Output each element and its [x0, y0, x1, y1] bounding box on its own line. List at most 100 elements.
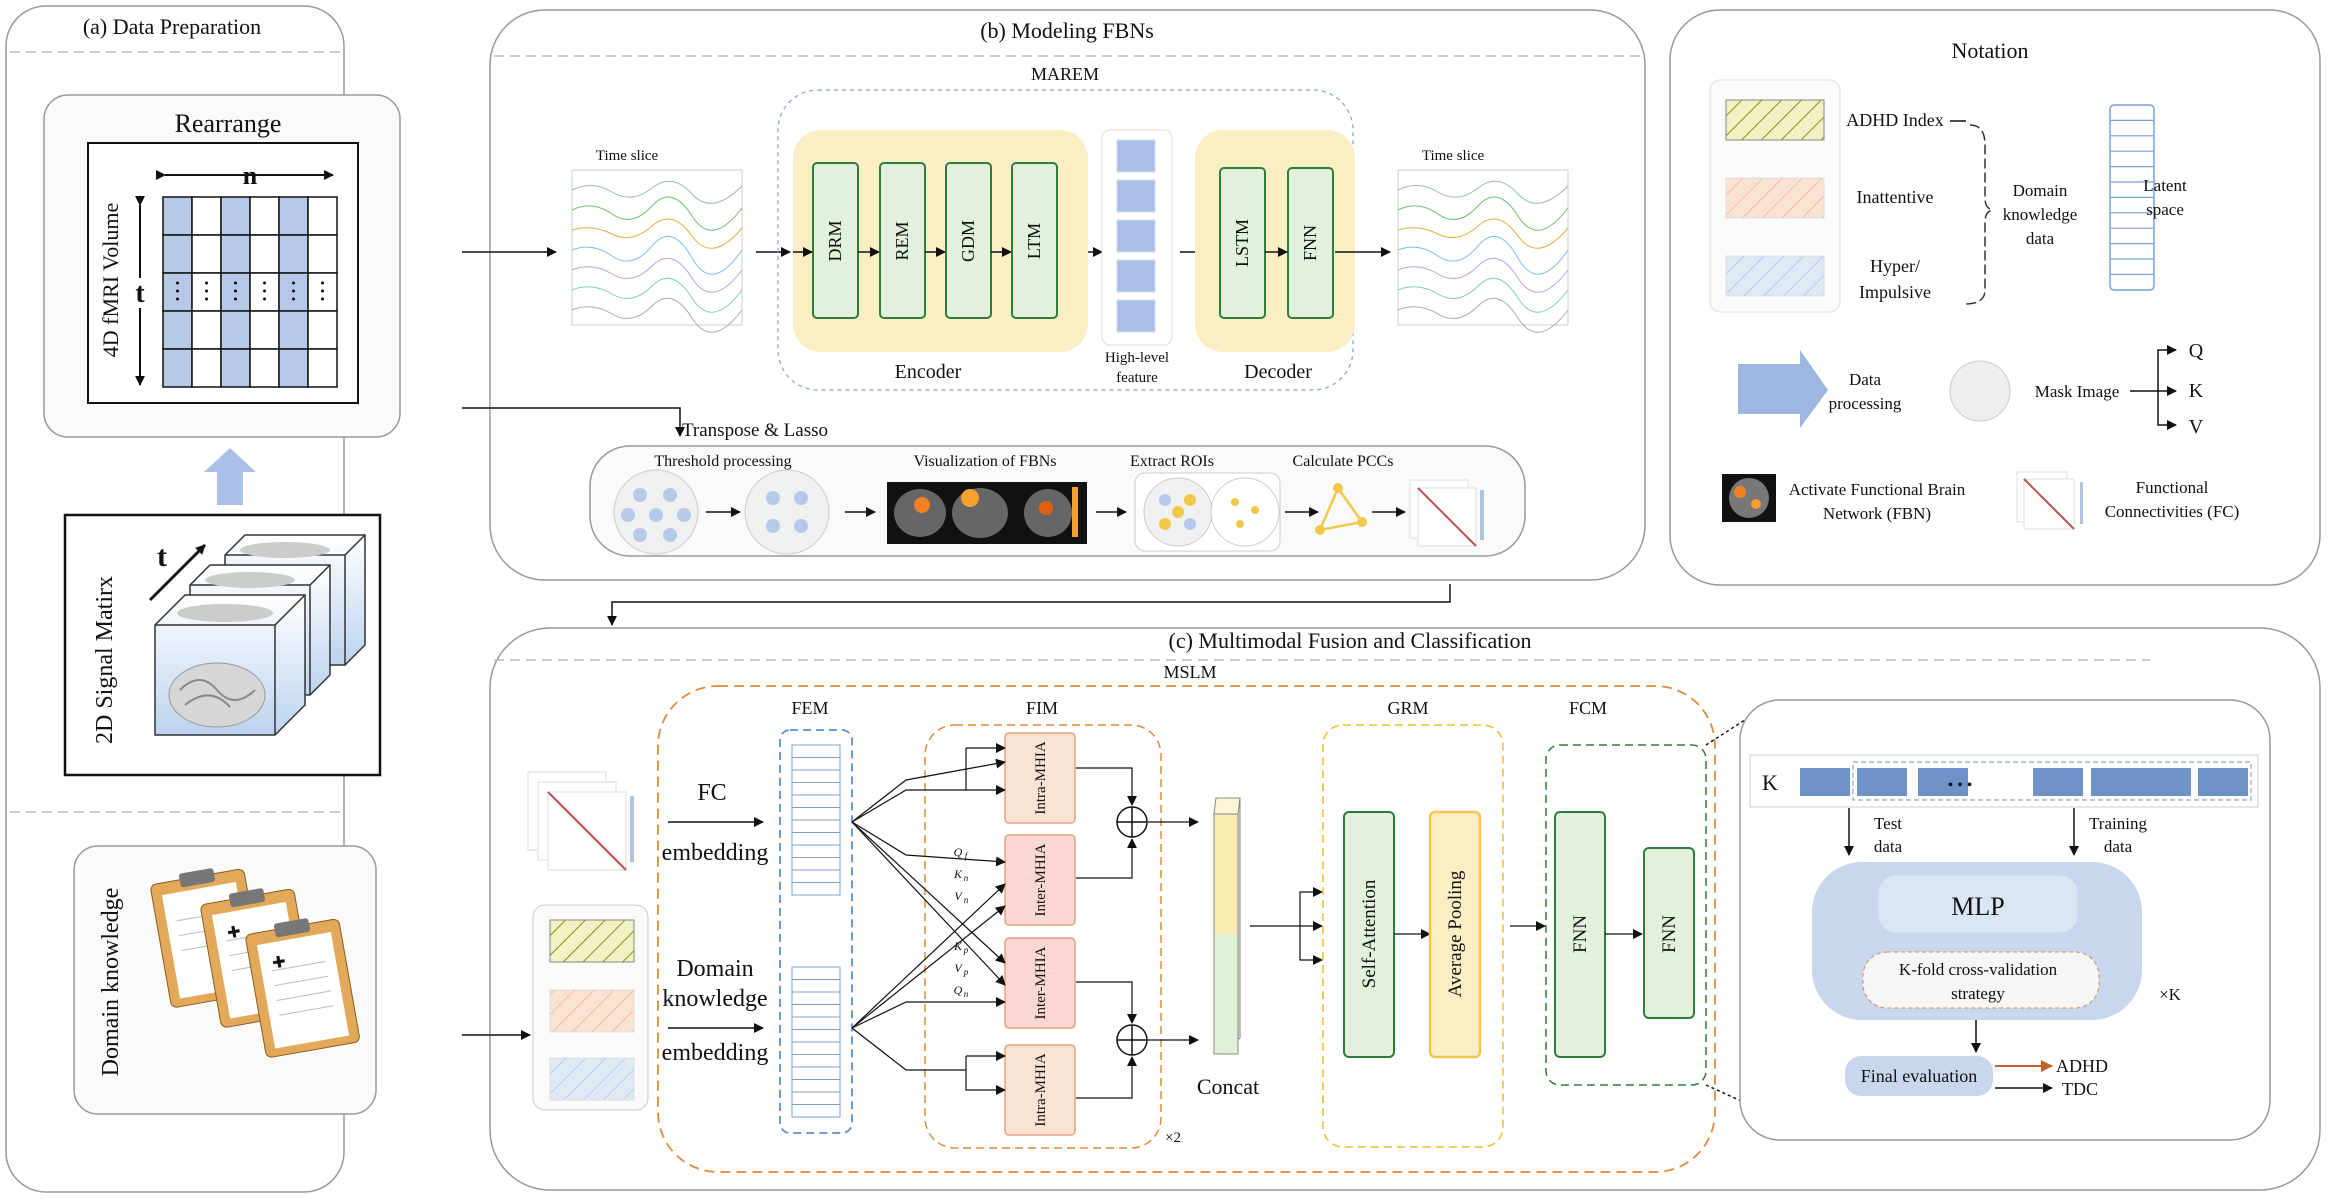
feature-block [1116, 139, 1156, 173]
domain-data-1: Domain [2013, 181, 2068, 200]
grid-cell [191, 196, 222, 236]
n-label: n [243, 161, 258, 190]
visualization-label: Visualization of FBNs [913, 453, 1056, 470]
mask-image-icon [1949, 360, 2011, 422]
grm-label: GRM [1387, 698, 1428, 718]
mslm-label: MSLM [1163, 662, 1216, 682]
domain-text-2: knowledge [662, 986, 767, 1012]
training-data-1: Training [2089, 814, 2147, 833]
high-level-label-2: feature [1116, 370, 1158, 386]
grid-dot [205, 281, 208, 285]
panel-a-title: (a) Data Preparation [83, 14, 261, 39]
fbn-label-1: Activate Functional Brain [1789, 480, 1966, 499]
fbn-brain-images [887, 482, 1087, 544]
grid-dot [321, 289, 324, 293]
fem-label: FEM [791, 698, 828, 718]
grid-cell [307, 196, 338, 236]
average-pooling-label: Average Pooling [1445, 870, 1466, 997]
embedding-row [791, 1104, 841, 1118]
embedding-row [791, 857, 841, 871]
grid-cell [220, 196, 251, 236]
panel-a: (a) Data Preparation Rearrange n t 4D fM… [5, 5, 401, 1193]
time-slice-out: Time slice [1422, 148, 1485, 164]
grid-cell [220, 310, 251, 350]
clipboard-icon: ✚ ✚ [150, 868, 360, 1058]
embedding-row [791, 869, 841, 883]
mhia-label: Intra-MHIA [1033, 1053, 1049, 1126]
encoder-module [1011, 162, 1058, 319]
embedding-row [791, 1029, 841, 1043]
fold-block [2091, 768, 2141, 796]
embedding-row [791, 757, 841, 771]
grid-dot [292, 289, 295, 293]
fc-matrix-icon [2016, 471, 2083, 530]
kfold-label-2: strategy [1951, 984, 2005, 1003]
decoder-label: Decoder [1244, 361, 1312, 383]
fold-block [2198, 768, 2248, 796]
domain-text-3: embedding [662, 1040, 769, 1066]
extract-label: Extract ROIs [1130, 453, 1214, 470]
mhia-block [1004, 732, 1076, 824]
embedding-row [791, 1066, 841, 1080]
fold-block [1918, 768, 1968, 796]
brain-cubes [154, 534, 366, 736]
k-fold-k: K [1762, 770, 1778, 795]
qkv-subscript: n [964, 989, 969, 999]
domain-embedding-stack [791, 966, 841, 1118]
grid-cell [162, 310, 193, 350]
fim-label: FIM [1026, 698, 1058, 718]
inattentive-label: Inattentive [1857, 187, 1934, 207]
embedding-row [791, 1079, 841, 1093]
grid-dot [292, 297, 295, 301]
v-label: V [2189, 416, 2204, 438]
grid-dot [176, 297, 179, 301]
encoder-module [945, 162, 992, 319]
up-arrow [204, 448, 256, 505]
fold-block [1857, 768, 1907, 796]
volume-grid [162, 196, 338, 388]
fold-block [2141, 768, 2191, 796]
fbn-brain-icon [1722, 474, 1776, 522]
test-data-2: data [1874, 837, 1903, 856]
grid-cell [162, 348, 193, 388]
qkv-subscript: n [964, 873, 969, 883]
mslm-box [657, 685, 1716, 1173]
embedding-row [791, 882, 841, 896]
grid-cell [278, 234, 309, 274]
qkv-subscript: f [965, 851, 969, 861]
grid-cell [191, 310, 222, 350]
embedding-row [791, 1041, 841, 1055]
tdc-output: TDC [2062, 1079, 2098, 1099]
grid-cell [220, 234, 251, 274]
svg-text:✚: ✚ [271, 953, 287, 972]
grid-cell [191, 348, 222, 388]
times2-label: ×2 [1165, 1130, 1181, 1146]
fnn-label-1: FNN [1570, 915, 1591, 953]
grid-dot [205, 297, 208, 301]
mask-image-label: Mask Image [2035, 382, 2120, 401]
fnn-label-2: FNN [1659, 915, 1680, 953]
t-label: t [135, 278, 145, 309]
panel-b-title: (b) Modeling FBNs [980, 18, 1154, 43]
embedding-row [791, 1016, 841, 1030]
grid-cell [249, 348, 280, 388]
rearrange-title: Rearrange [175, 109, 282, 138]
hyper-label-1: Hyper/ [1870, 256, 1920, 276]
grid-dot [234, 297, 237, 301]
mhia-label: Intra-MHIA [1033, 741, 1049, 814]
qkv-subscript: p [963, 945, 969, 955]
qkv-subscript: n [964, 895, 969, 905]
feature-block [1116, 259, 1156, 293]
data-processing-2: processing [1829, 394, 1902, 413]
calculate-label: Calculate PCCs [1293, 453, 1394, 470]
embedding-row [791, 744, 841, 758]
grid-cell [307, 310, 338, 350]
grid-cell [249, 234, 280, 274]
threshold-circles [613, 469, 830, 555]
k-bottom: K [953, 939, 963, 953]
embedding-row [791, 991, 841, 1005]
fim-box [924, 724, 1162, 1149]
pcc-triangle [1315, 483, 1367, 535]
